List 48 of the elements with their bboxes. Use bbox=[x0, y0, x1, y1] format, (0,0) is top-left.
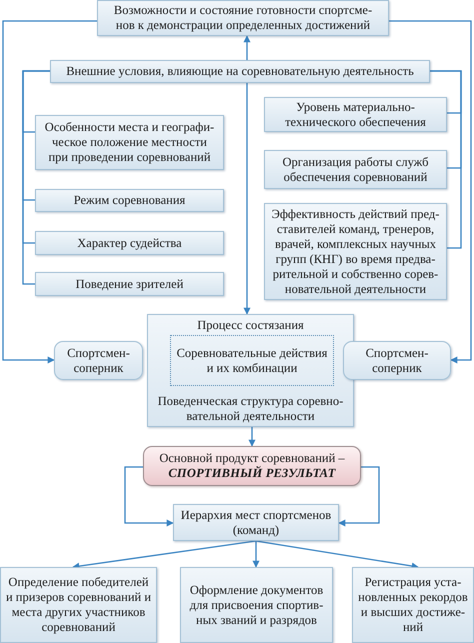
arrow bbox=[72, 540, 256, 570]
info-box bbox=[173, 504, 339, 541]
box-text: Основной продукт соревнований – СПОРТИВНЫЙ РЕЗУЛЬТАТ bbox=[158, 451, 346, 481]
box-text: Поведенческая структура соревно- вательной деятельности bbox=[156, 394, 344, 424]
box-text: Внешние условия, влияющие на соревновательную деятельность bbox=[65, 64, 415, 79]
box-text: Оформление документов для присвоения спортив- ных званий и разрядов bbox=[188, 582, 324, 628]
info-box bbox=[264, 150, 447, 189]
box-text: Спортсмен- соперник bbox=[66, 346, 131, 376]
dotted-box bbox=[170, 335, 334, 386]
info-box bbox=[35, 272, 224, 296]
info-box bbox=[0, 567, 157, 643]
arrow bbox=[2, 20, 97, 364]
info-box bbox=[35, 231, 224, 255]
rounded-box bbox=[54, 341, 143, 380]
info-box bbox=[352, 567, 474, 643]
box-text: Возможности и состояние готовности спортсме- нов к демонстрации определенных достижений bbox=[112, 3, 374, 33]
box-text: Регистрация уста- новленных рекордов и высших достиже- ний bbox=[357, 575, 469, 635]
info-box bbox=[50, 60, 430, 83]
box-text: Режим соревнования bbox=[72, 193, 186, 208]
box-text: Соревновательные действия и их комбинации bbox=[176, 346, 328, 376]
box-text: Поведение зрителей bbox=[74, 276, 184, 292]
arrow bbox=[389, 20, 472, 364]
box-text: Особенности места и географи- ческое положение местности при проведении соревнований bbox=[44, 120, 216, 165]
info-box bbox=[264, 97, 447, 132]
arrow bbox=[338, 466, 380, 526]
info-box bbox=[97, 0, 389, 36]
box-text: Определение победителей и призеров соревнований и места других участников соревнований bbox=[4, 575, 152, 635]
process-box bbox=[147, 314, 354, 427]
rounded-box bbox=[343, 341, 451, 380]
arrow bbox=[256, 540, 419, 570]
box-text: Эффективность действий пред- ставителей команд, тренеров, врачей, комплексных научных групп (КНГ) во время предва- рительной и собственно сорев- новательной деятельности bbox=[270, 206, 440, 296]
connector-line bbox=[430, 70, 462, 249]
connector-line bbox=[22, 70, 50, 285]
box-heading: Процесс состязания bbox=[196, 318, 305, 333]
arrow bbox=[252, 541, 260, 568]
result-box bbox=[143, 446, 361, 486]
arrow bbox=[244, 83, 250, 315]
box-text: Характер судейства bbox=[76, 236, 183, 250]
arrow bbox=[244, 35, 250, 60]
box-text: Организация работы служб обеспечения соревнований bbox=[281, 154, 430, 184]
box-text: Уровень материально- технического обеспечения bbox=[284, 100, 427, 130]
box-text: Иерархия мест спортсменов (команд) bbox=[180, 508, 332, 538]
box-text: Спортсмен- соперник bbox=[364, 346, 430, 376]
info-box bbox=[35, 189, 224, 212]
info-box bbox=[180, 567, 333, 643]
arrow bbox=[248, 427, 256, 447]
info-box bbox=[35, 115, 224, 170]
arrow bbox=[124, 466, 174, 526]
